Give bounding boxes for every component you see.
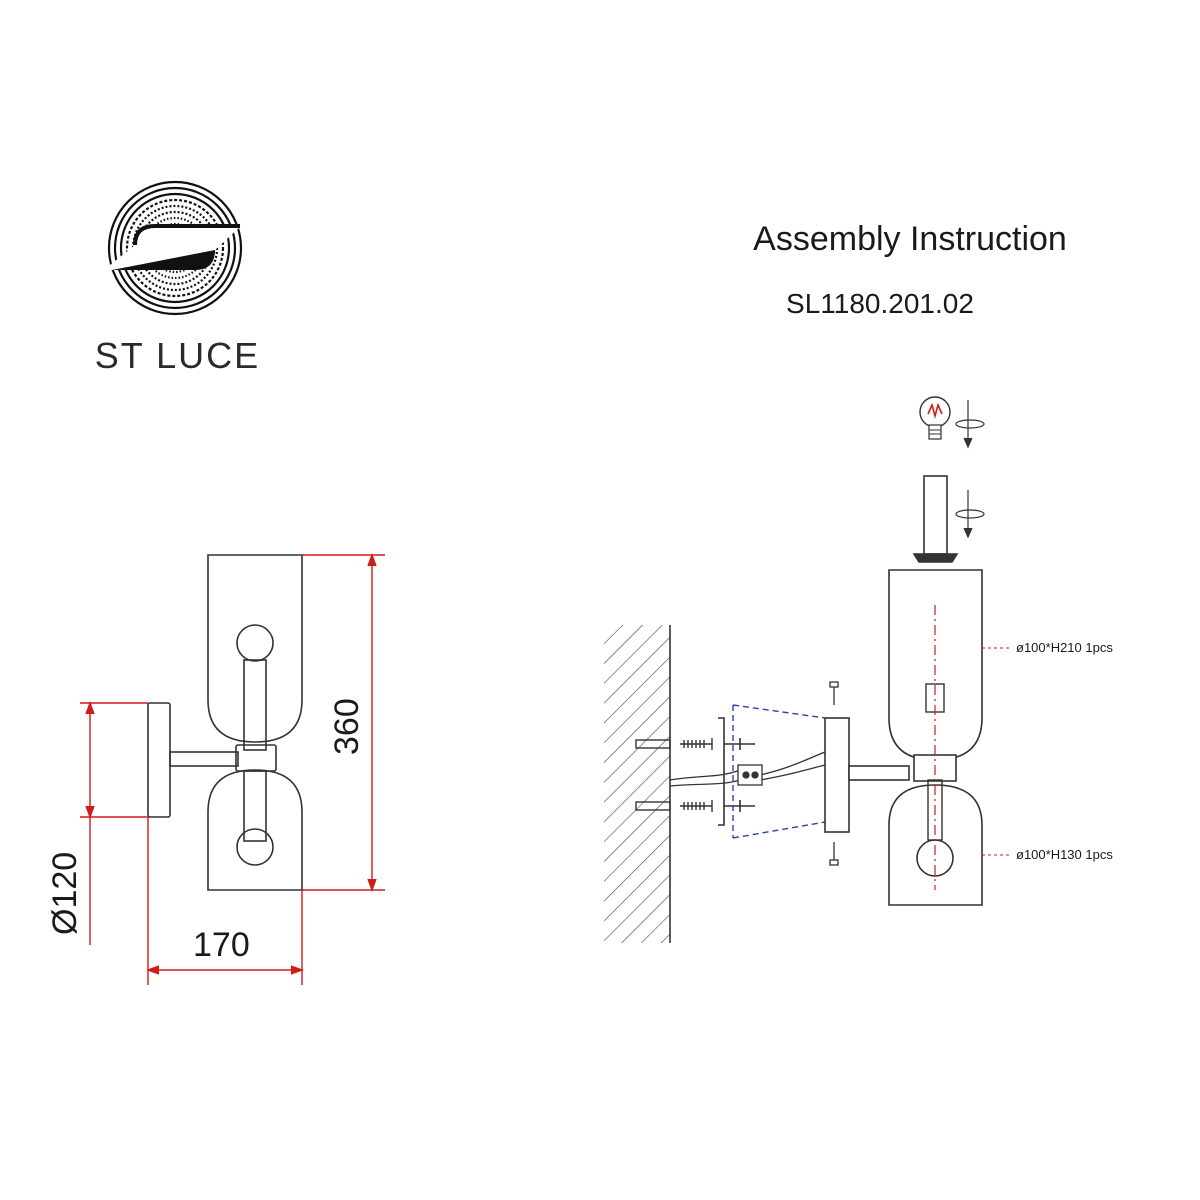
rotate-arrow-icon	[955, 400, 985, 449]
terminal-block	[737, 764, 763, 786]
diameter-dimension: Ø120	[46, 852, 84, 935]
dimension-lines	[80, 552, 385, 985]
side-view	[147, 554, 303, 891]
brand-name: ST LUCE	[94, 335, 261, 376]
st-luce-logo	[107, 180, 243, 316]
wiring	[669, 751, 826, 787]
upper-shade-spec: ø100*H210 1pcs	[1016, 640, 1113, 655]
light-bulb-icon	[919, 396, 951, 440]
lower-shade	[207, 769, 303, 891]
leader-lines	[982, 647, 1012, 856]
upper-bulb	[236, 624, 274, 662]
height-dimension: 360	[328, 698, 366, 755]
mounting-bracket	[718, 717, 755, 826]
backplate	[147, 702, 171, 818]
model-number: SL1180.201.02	[786, 288, 974, 319]
arm	[169, 751, 239, 767]
wall	[604, 625, 670, 943]
upper-shade	[207, 554, 303, 743]
rotate-arrow-icon	[955, 490, 985, 539]
lower-tube	[243, 770, 267, 842]
cover-screws	[829, 681, 839, 866]
backplate-exploded	[824, 717, 850, 833]
arm-exploded	[848, 765, 910, 781]
socket-sleeve	[912, 475, 959, 563]
wall-screws	[635, 738, 713, 812]
document-title: Assembly Instruction	[753, 220, 1067, 258]
upper-tube	[243, 659, 267, 751]
lower-shade-spec: ø100*H130 1pcs	[1016, 847, 1113, 862]
lower-bulb	[236, 828, 274, 866]
projection-lines	[732, 704, 826, 839]
depth-dimension: 170	[193, 926, 250, 964]
coupling	[235, 744, 277, 772]
